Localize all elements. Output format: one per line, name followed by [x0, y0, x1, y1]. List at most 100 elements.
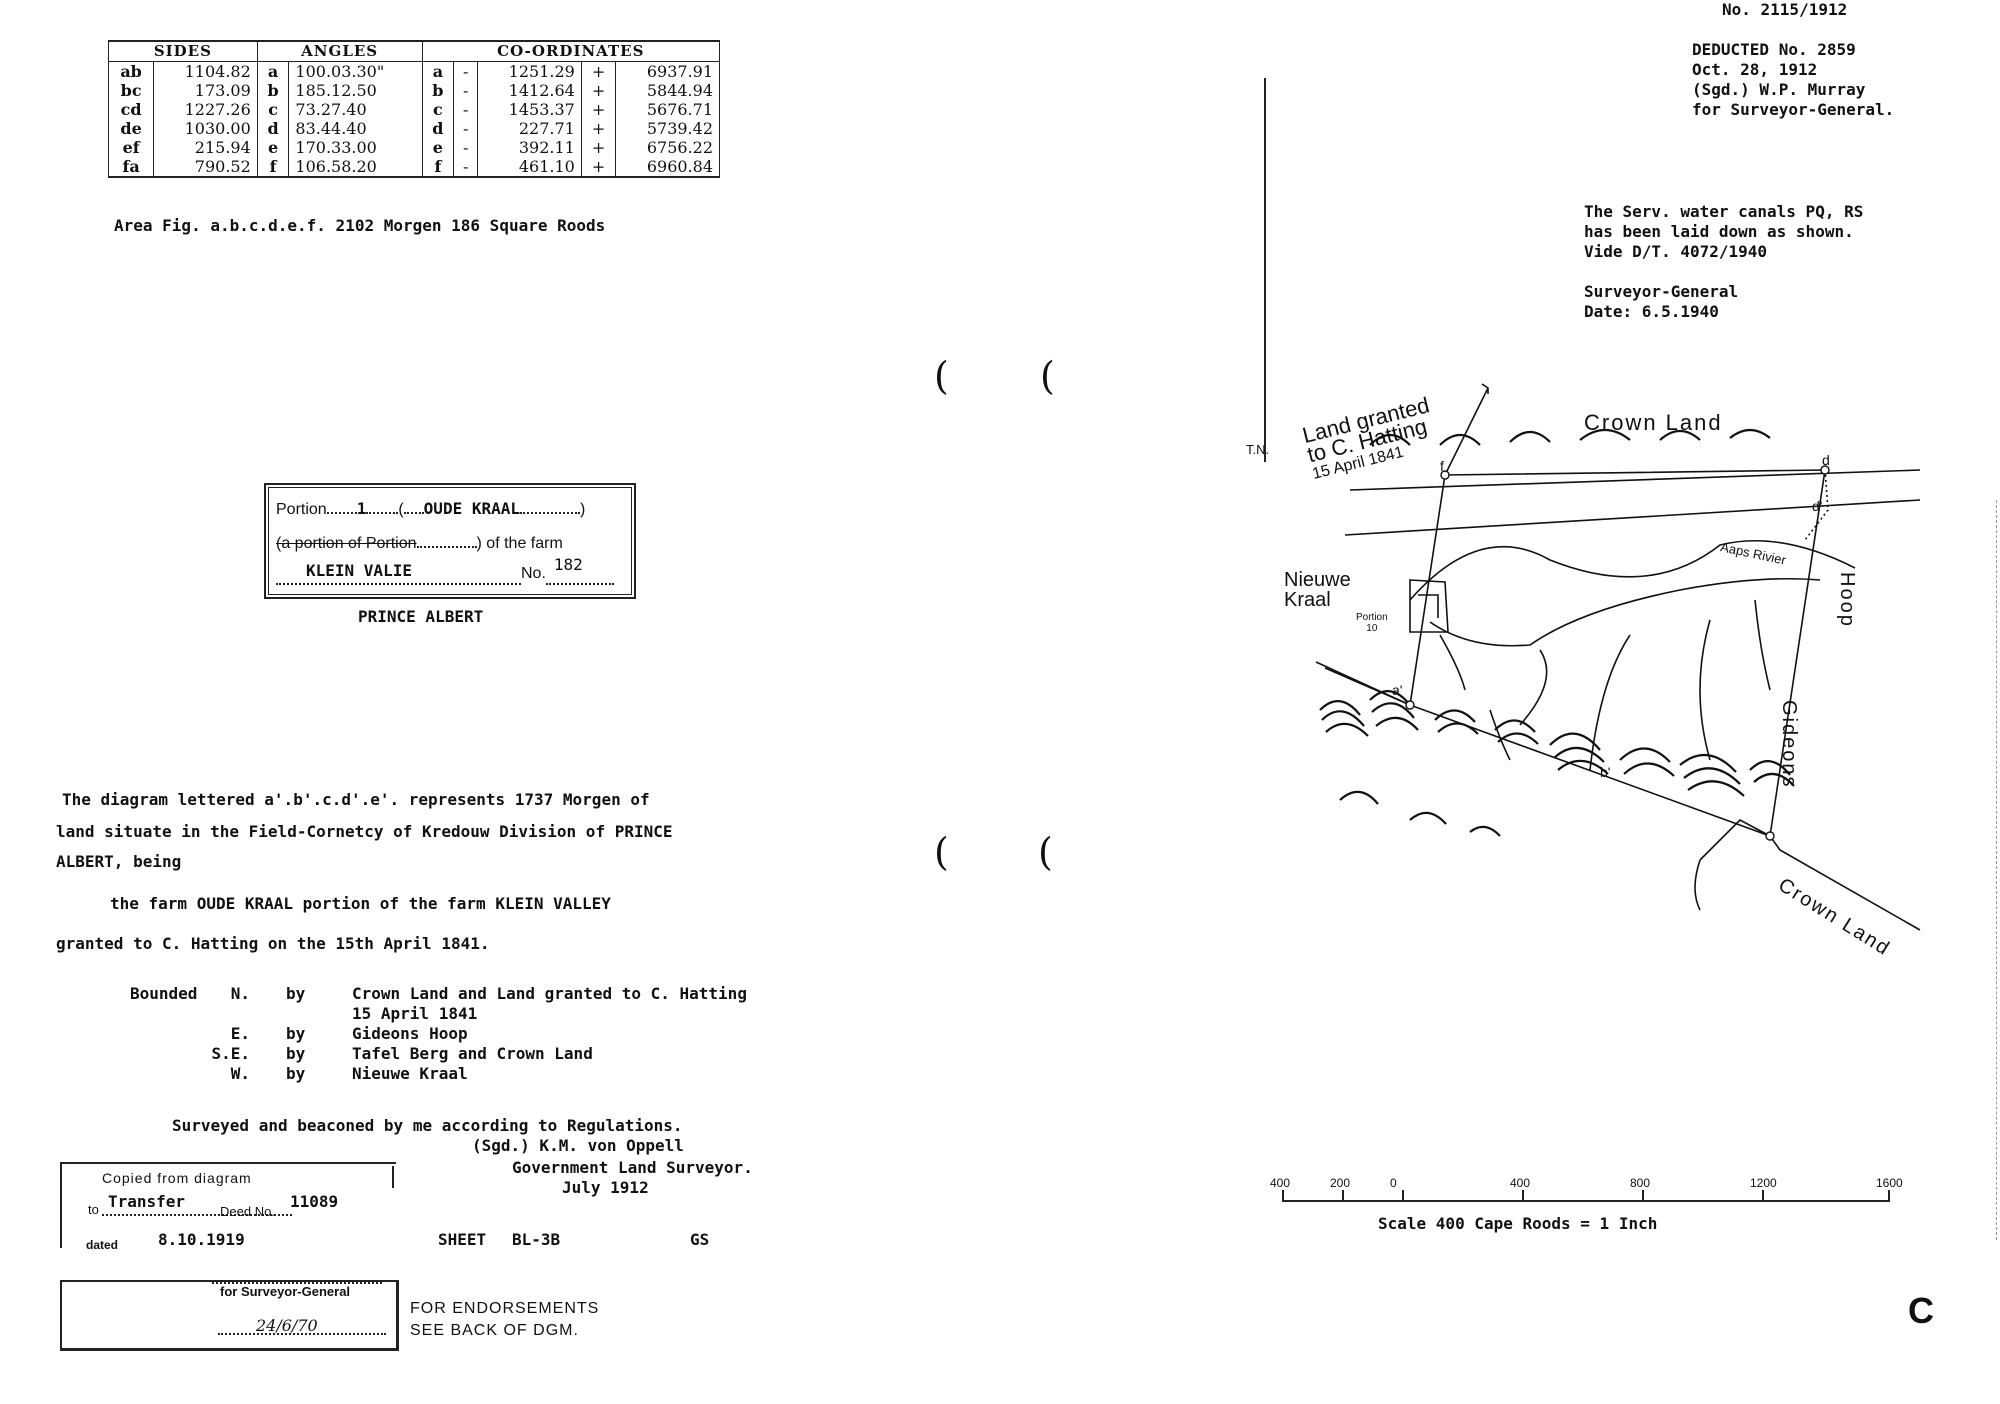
hoop-label: Hoop: [1836, 572, 1858, 628]
deducted-for: for Surveyor-General.: [1692, 100, 1895, 119]
portion-of-line: (a portion of Portion) of the farm: [276, 535, 563, 553]
x-value: 5844.94: [615, 81, 720, 100]
y-sign: -: [453, 138, 479, 157]
portion-number: 1: [356, 499, 367, 518]
true-north-label: T.N.: [1246, 442, 1270, 457]
dated-value: 8.10.1919: [158, 1230, 245, 1249]
portion-10-line-2: 10: [1366, 623, 1378, 634]
coord-point: c: [421, 100, 455, 119]
canal-note-line-1: The Serv. water canals PQ, RS: [1584, 202, 1864, 221]
area-text: Area Fig. a.b.c.d.e.f. 2102 Morgen 186 S…: [114, 216, 606, 235]
y-sign: -: [453, 81, 479, 100]
angle-point: d: [256, 119, 290, 138]
bounded-text: Nieuwe Kraal: [352, 1064, 468, 1083]
deed-no-label: Deed No.: [220, 1204, 275, 1219]
diagram-number: No. 2115/1912: [1722, 0, 1848, 19]
side-length: 215.94: [153, 138, 258, 157]
struck-text: (a portion of Portion: [276, 535, 417, 552]
description-line-3: ALBERT, being: [56, 852, 182, 871]
sheet-value: BL-3B: [512, 1230, 561, 1249]
endorsements-line-2: SEE BACK OF DGM.: [410, 1322, 579, 1339]
coord-point: d: [421, 119, 455, 138]
survey-date: July 1912: [562, 1178, 649, 1197]
description-line-2: land situate in the Field-Cornetcy of Kr…: [56, 822, 673, 841]
crown-land-top-label: Crown Land: [1584, 410, 1723, 435]
angle-value: 106.58.20: [288, 157, 423, 178]
district-name: PRINCE ALBERT: [358, 607, 484, 626]
farm-line: KLEIN VALIE No.182: [276, 555, 626, 585]
angle-value: 170.33.00: [288, 138, 423, 157]
bounded-text: Tafel Berg and Crown Land: [352, 1044, 593, 1063]
angles-header: ANGLES: [256, 40, 423, 62]
table-header-row: SIDES ANGLES CO-ORDINATES: [108, 40, 721, 62]
point-d-prime-label: d': [1812, 498, 1823, 514]
sides-header: SIDES: [108, 40, 258, 62]
canal-note-line-4: Surveyor-General: [1584, 282, 1739, 301]
nieuwe-kraal-label: Nieuwe Kraal: [1284, 570, 1351, 610]
surveyor-general-stamp: [60, 1280, 399, 1351]
nieuwe-kraal-line-2: Kraal: [1284, 589, 1331, 611]
scale-tick: [1522, 1190, 1524, 1202]
farm-number: 182: [553, 555, 583, 574]
x-sign: +: [580, 81, 617, 100]
y-value: 1412.64: [477, 81, 582, 100]
point-f-label: f: [1440, 458, 1444, 474]
angle-point: c: [256, 100, 290, 119]
angle-point: a: [256, 61, 290, 81]
y-sign: -: [453, 61, 479, 81]
bounded-direction: N.: [230, 984, 250, 1003]
point-a-prime-label: a': [1392, 682, 1403, 698]
gideons-label: Gideons: [1778, 700, 1800, 789]
scale-tick-label: 400: [1270, 1176, 1291, 1190]
angle-value: 73.27.40: [288, 100, 423, 119]
point-b-prime-label: b': [1600, 764, 1611, 780]
bounded-by: by: [286, 984, 306, 1003]
binding-mark: (: [934, 830, 949, 874]
scale-tick-label: 800: [1630, 1176, 1651, 1190]
y-value: 392.11: [477, 138, 582, 157]
farm-no-label: No.: [521, 565, 546, 582]
copied-stamp: [60, 1162, 396, 1248]
survey-diagram: [1315, 383, 1921, 931]
scale-tick-label: 400: [1510, 1176, 1531, 1190]
side-label: ab: [107, 61, 155, 81]
scale-tick: [1762, 1190, 1764, 1202]
stamp-date: 24/6/70: [256, 1316, 318, 1335]
y-value: 1251.29: [477, 61, 582, 81]
coord-point: b: [421, 81, 455, 100]
portion-label: Portion: [276, 501, 327, 518]
bounded-by: by: [286, 1064, 306, 1083]
scale-tick: [1642, 1190, 1644, 1202]
corner-mark: C: [1908, 1290, 1934, 1331]
side-length: 1030.00: [153, 119, 258, 138]
portion-10-line-1: Portion: [1356, 612, 1388, 623]
for-surveyor-general-label: for Surveyor-General: [220, 1284, 351, 1299]
surveyor-signature: (Sgd.) K.M. von Oppell: [472, 1136, 684, 1155]
angle-point: b: [256, 81, 290, 100]
deducted-date: Oct. 28, 1912: [1692, 60, 1818, 79]
angle-value: 100.03.30": [288, 61, 423, 81]
copied-text: Copied from diagram: [102, 1170, 252, 1186]
true-north-line: [1264, 78, 1266, 462]
portion-10-label: Portion 10: [1356, 612, 1388, 634]
x-value: 5676.71: [615, 100, 720, 119]
sheet-label: SHEET: [438, 1230, 487, 1249]
y-sign: -: [453, 119, 479, 138]
coord-point: a: [421, 61, 455, 81]
side-label: cd: [107, 100, 155, 119]
dated-label: dated: [86, 1238, 119, 1252]
side-length: 790.52: [153, 157, 258, 178]
binding-mark: (: [1040, 354, 1055, 398]
y-value: 461.10: [477, 157, 582, 178]
bounded-by: by: [286, 1044, 306, 1063]
scale-tick: [1402, 1190, 1404, 1202]
x-sign: +: [580, 138, 617, 157]
binding-mark: (: [1038, 830, 1053, 874]
side-length: 173.09: [153, 81, 258, 100]
